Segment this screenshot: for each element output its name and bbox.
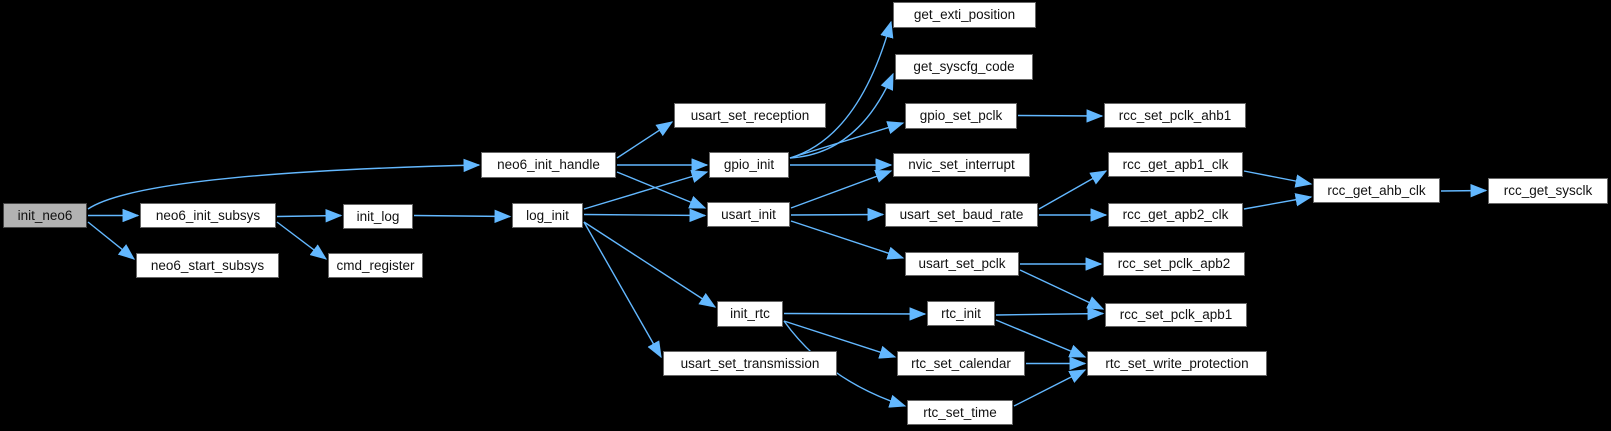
node-usart_set_transmission[interactable]: usart_set_transmission bbox=[663, 351, 837, 376]
node-neo6_start_subsys[interactable]: neo6_start_subsys bbox=[136, 253, 279, 278]
edge-rtc_init-rtc_set_write_protection bbox=[995, 319, 1087, 358]
node-get_exti_position[interactable]: get_exti_position bbox=[893, 2, 1036, 28]
node-rcc_get_apb1_clk[interactable]: rcc_get_apb1_clk bbox=[1108, 152, 1243, 177]
edge-init_log-log_init bbox=[413, 209, 512, 224]
edge-log_init-usart_set_transmission bbox=[583, 221, 662, 359]
edge-usart_init-usart_set_pclk bbox=[790, 220, 905, 260]
node-log_init[interactable]: log_init bbox=[512, 203, 583, 228]
edge-usart_set_baud_rate-rcc_get_apb1_clk bbox=[1038, 170, 1108, 210]
node-usart_set_reception[interactable]: usart_set_reception bbox=[674, 103, 826, 128]
node-rcc_get_apb2_clk[interactable]: rcc_get_apb2_clk bbox=[1108, 203, 1243, 227]
node-init_neo6[interactable]: init_neo6 bbox=[3, 203, 87, 228]
node-init_log[interactable]: init_log bbox=[343, 204, 413, 229]
node-usart_set_baud_rate[interactable]: usart_set_baud_rate bbox=[885, 203, 1038, 227]
node-rcc_get_ahb_clk[interactable]: rcc_get_ahb_clk bbox=[1313, 178, 1440, 203]
node-init_rtc[interactable]: init_rtc bbox=[717, 301, 783, 327]
edge-neo6_init_subsys-init_log bbox=[276, 209, 343, 223]
edge-usart_set_pclk-rcc_set_pclk_apb1 bbox=[1019, 269, 1105, 310]
node-rcc_set_pclk_apb1[interactable]: rcc_set_pclk_apb1 bbox=[1105, 303, 1247, 327]
edge-rcc_get_apb2_clk-rcc_get_ahb_clk bbox=[1243, 193, 1313, 210]
node-gpio_init[interactable]: gpio_init bbox=[709, 152, 789, 178]
node-neo6_init_handle[interactable]: neo6_init_handle bbox=[481, 152, 616, 178]
node-cmd_register[interactable]: cmd_register bbox=[328, 253, 423, 278]
edge-gpio_init-get_syscfg_code bbox=[789, 72, 894, 159]
edge-rtc_init-rcc_set_pclk_apb1 bbox=[995, 306, 1105, 321]
edge-init_rtc-rtc_init bbox=[783, 307, 927, 321]
edge-gpio_init-gpio_set_pclk bbox=[789, 121, 905, 159]
edge-usart_init-usart_set_baud_rate bbox=[790, 207, 885, 222]
edge-neo6_init_handle-usart_set_reception bbox=[616, 121, 674, 159]
edge-neo6_init_handle-usart_init bbox=[616, 171, 707, 209]
node-rtc_set_write_protection[interactable]: rtc_set_write_protection bbox=[1087, 351, 1267, 376]
node-rcc_get_sysclk[interactable]: rcc_get_sysclk bbox=[1488, 178, 1608, 204]
edge-gpio_init-get_exti_position bbox=[789, 20, 894, 159]
node-usart_init[interactable]: usart_init bbox=[707, 202, 790, 227]
edge-rtc_set_time-rtc_set_write_protection bbox=[1013, 369, 1087, 407]
edge-gpio_set_pclk-rcc_set_pclk_ahb1 bbox=[1017, 109, 1104, 123]
node-rtc_set_calendar[interactable]: rtc_set_calendar bbox=[897, 351, 1025, 376]
edge-log_init-usart_init bbox=[583, 208, 707, 223]
edge-usart_init-nvic_set_interrupt bbox=[790, 170, 893, 209]
node-get_syscfg_code[interactable]: get_syscfg_code bbox=[895, 54, 1033, 80]
edge-log_init-init_rtc bbox=[583, 221, 717, 308]
node-rcc_set_pclk_apb2[interactable]: rcc_set_pclk_apb2 bbox=[1103, 252, 1245, 276]
node-rtc_init[interactable]: rtc_init bbox=[927, 301, 995, 326]
edge-rcc_get_apb1_clk-rcc_get_ahb_clk bbox=[1243, 170, 1313, 188]
node-gpio_set_pclk[interactable]: gpio_set_pclk bbox=[905, 103, 1017, 129]
node-neo6_init_subsys[interactable]: neo6_init_subsys bbox=[140, 203, 276, 228]
edge-neo6_init_subsys-cmd_register bbox=[276, 221, 328, 260]
node-usart_set_pclk[interactable]: usart_set_pclk bbox=[905, 252, 1019, 276]
node-rcc_set_pclk_ahb1[interactable]: rcc_set_pclk_ahb1 bbox=[1104, 103, 1246, 128]
edge-init_rtc-rtc_set_calendar bbox=[783, 320, 897, 359]
edge-log_init-gpio_init bbox=[583, 170, 709, 210]
edge-init_neo6-neo6_start_subsys bbox=[87, 221, 136, 260]
edge-rcc_get_ahb_clk-rcc_get_sysclk bbox=[1440, 183, 1488, 198]
node-nvic_set_interrupt[interactable]: nvic_set_interrupt bbox=[893, 153, 1030, 177]
edge-init_neo6-neo6_init_handle bbox=[87, 158, 481, 210]
node-rtc_set_time[interactable]: rtc_set_time bbox=[907, 400, 1013, 425]
